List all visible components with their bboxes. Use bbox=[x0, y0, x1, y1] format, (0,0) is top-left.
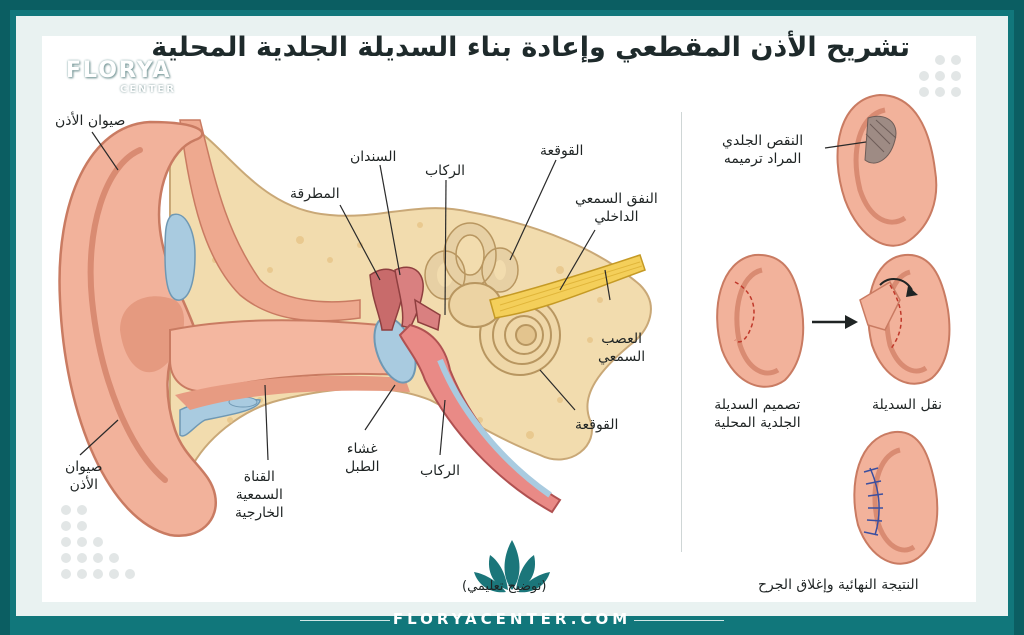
label-cochlea-bottom: القوقعة bbox=[575, 417, 619, 433]
malleus bbox=[369, 268, 404, 331]
right-arrow-icon bbox=[812, 315, 858, 329]
label-nerve-line1: العصب bbox=[601, 331, 642, 347]
label-nerve: العصب السمعي bbox=[598, 330, 645, 366]
label-stapes-top: الركاب bbox=[425, 163, 465, 179]
eustachian-tube bbox=[398, 323, 562, 514]
eustachian-tube-inner bbox=[437, 358, 552, 498]
brand-logo: FLORYA bbox=[66, 58, 172, 83]
label-flap-transfer: نقل السديلة bbox=[872, 397, 943, 413]
label-internal-canal-line2: الداخلي bbox=[594, 209, 639, 225]
label-stapes-bottom: الركاب bbox=[420, 463, 460, 479]
frame-top-stripe bbox=[0, 0, 1024, 10]
cartilage-upper bbox=[164, 213, 196, 301]
decorative-dots bbox=[61, 55, 961, 579]
sutures bbox=[863, 467, 884, 536]
label-flap-design: تصميم السديلة الجلدية المحلية bbox=[714, 396, 801, 432]
ear-flap-design bbox=[716, 253, 805, 388]
label-flap-design-line2: الجلدية المحلية bbox=[714, 415, 801, 431]
lotus-logo-icon bbox=[474, 540, 550, 593]
label-auricle-bottom: صيوان الأذن bbox=[65, 458, 103, 494]
nerve-fibers bbox=[499, 261, 643, 312]
watermark-caption: (توضيح تعليمي) bbox=[462, 579, 547, 594]
ear-flap-transfer bbox=[859, 253, 951, 385]
stapes bbox=[414, 298, 441, 332]
auricle-fold bbox=[87, 147, 168, 483]
label-defect: النقص الجلدي المراد ترميمه bbox=[722, 132, 803, 168]
label-incus: السندان bbox=[350, 149, 397, 165]
footer-line-left bbox=[300, 620, 390, 621]
label-internal-canal-line1: النفق السمعي bbox=[575, 191, 658, 207]
label-ear-canal-line2: السمعية bbox=[235, 487, 283, 503]
frame-left-stripe bbox=[0, 0, 10, 635]
label-eardrum: غشاء الطبل bbox=[345, 440, 379, 476]
brand-logo-sub: CENTER bbox=[120, 84, 176, 95]
label-eardrum-line2: الطبل bbox=[345, 459, 380, 475]
panel-divider bbox=[681, 112, 682, 552]
label-ear-canal-line3: الخارجية bbox=[235, 505, 284, 521]
pointer-lines bbox=[79, 131, 611, 461]
label-internal-canal: النفق السمعي الداخلي bbox=[575, 190, 658, 226]
defect-pointer bbox=[824, 141, 867, 149]
skin-layer bbox=[179, 119, 361, 322]
ear-defect bbox=[836, 93, 938, 247]
footer-website: FLORYACENTER.COM bbox=[392, 610, 632, 628]
ear-final-result bbox=[853, 430, 939, 565]
page-title: تشريح الأذن المقطعي وإعادة بناء السديلة … bbox=[151, 32, 910, 63]
label-ear-canal-line1: القناة bbox=[243, 469, 275, 485]
label-flap-design-line1: تصميم السديلة bbox=[714, 397, 801, 413]
canal-floor-skin bbox=[175, 375, 410, 410]
label-auricle-top: صيوان الأذن bbox=[55, 113, 126, 129]
label-final-result: النتيجة النهائية وإغلاق الجرح bbox=[758, 577, 919, 593]
concha bbox=[120, 296, 185, 373]
label-malleus: المطرقة bbox=[290, 186, 340, 202]
label-auricle-bottom-line1: صيوان bbox=[65, 459, 103, 475]
ear-canal bbox=[169, 319, 407, 392]
label-eardrum-line1: غشاء bbox=[346, 441, 378, 457]
label-nerve-line2: السمعي bbox=[598, 349, 646, 365]
label-cochlea-top: القوقعة bbox=[540, 143, 584, 159]
label-defect-line1: النقص الجلدي bbox=[722, 133, 804, 149]
footer-line-right bbox=[634, 620, 724, 621]
label-defect-line2: المراد ترميمه bbox=[723, 151, 802, 167]
label-auricle-bottom-line2: الأذن bbox=[69, 477, 98, 493]
label-ear-canal: القناة السمعية الخارجية bbox=[235, 468, 284, 522]
frame-right-stripe bbox=[1014, 0, 1024, 635]
